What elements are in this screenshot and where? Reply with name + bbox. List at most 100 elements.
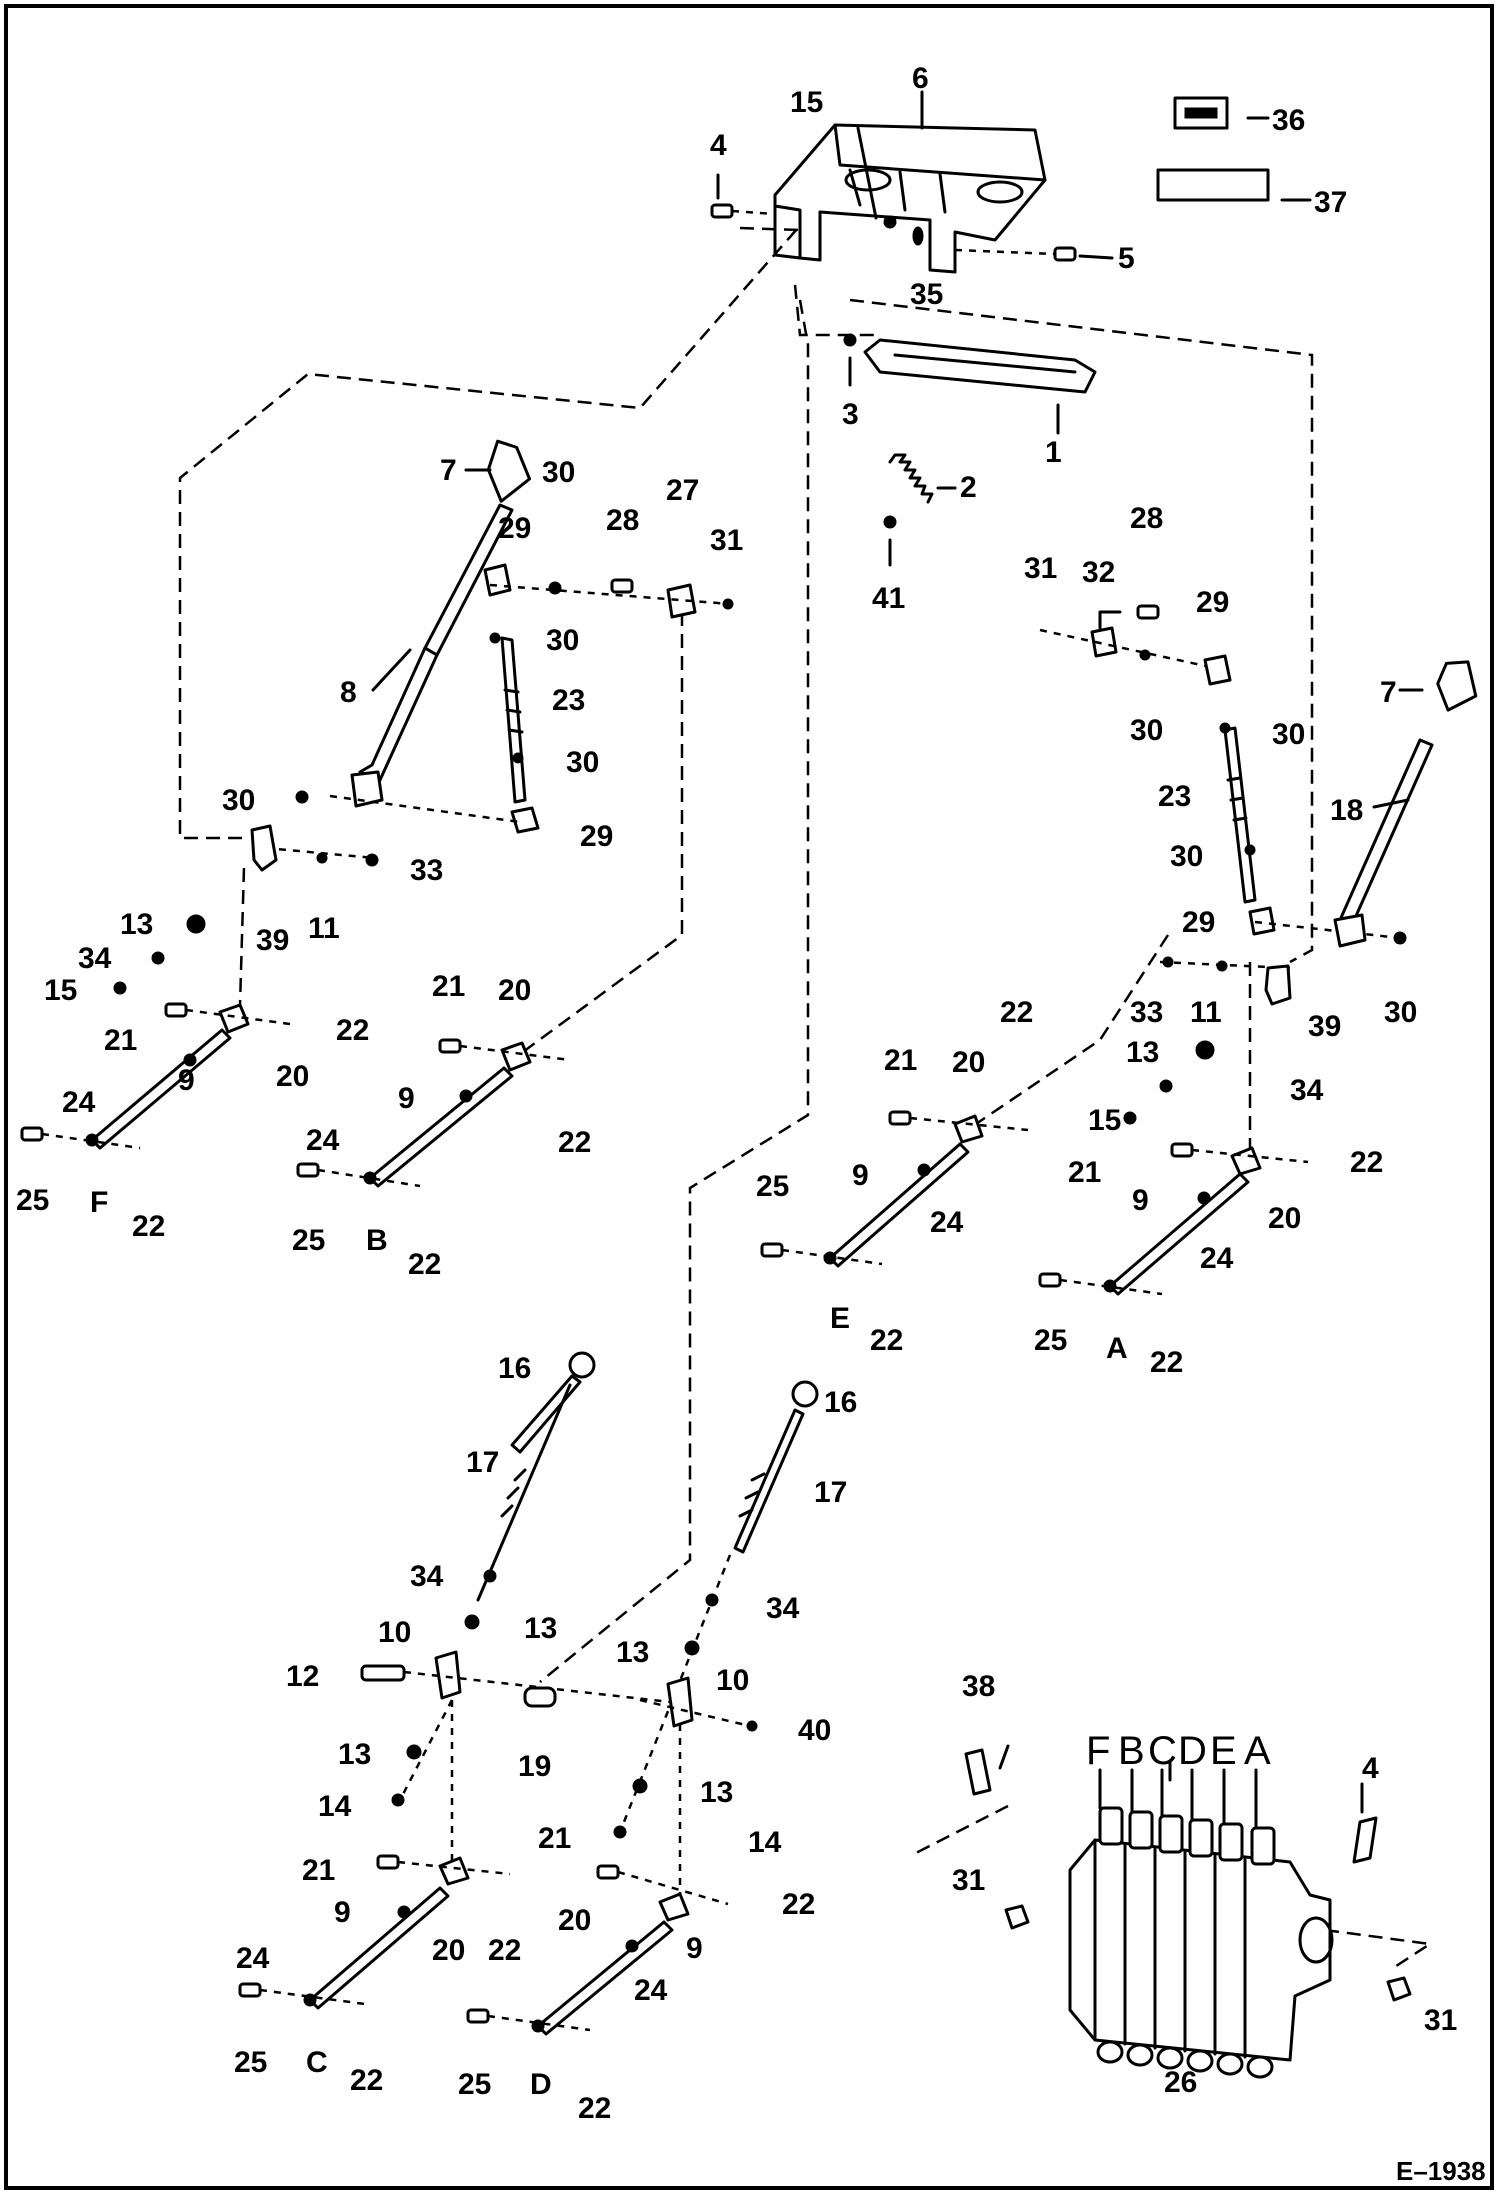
callout-24: 24 [236,1942,270,1975]
callout-22: 22 [336,1014,369,1047]
callout-30: 30 [566,746,599,779]
callout-9: 9 [334,1896,351,1929]
callout-17: 17 [466,1446,499,1479]
callout-leaders [371,90,1424,1814]
callout-33: 33 [1130,996,1163,1029]
callout-7: 7 [1380,676,1397,709]
callout-31: 31 [1024,552,1057,585]
callout-25: 25 [234,2046,267,2079]
callout-24: 24 [634,1974,668,2007]
callout-30: 30 [1272,718,1305,751]
callout-22: 22 [408,1248,441,1281]
callout-30: 30 [546,624,579,657]
callout-13: 13 [524,1612,557,1645]
callout-23: 23 [1158,780,1191,813]
callout-17: 17 [814,1476,847,1509]
rod-assembly-F [20,1002,291,1150]
valve-section-F: F [1086,1729,1110,1773]
callout-22: 22 [1150,1346,1183,1379]
left-lever-assembly [113,439,734,995]
control-valve-26 [1068,1768,1334,2079]
callout-30: 30 [542,456,575,489]
routing-lines [178,179,1434,1972]
callout-13: 13 [1126,1036,1159,1069]
callout-5: 5 [1118,242,1135,275]
callout-21: 21 [302,1854,335,1887]
rod-label-E: E [830,1302,850,1335]
callout-13: 13 [120,908,153,941]
callout-25: 25 [458,2068,491,2101]
bolt-4-top [710,203,776,219]
callout-26: 26 [1164,2066,1197,2099]
callout-8: 8 [340,676,357,709]
callout-31: 31 [710,524,743,557]
callout-13: 13 [338,1738,371,1771]
callout-22: 22 [870,1324,903,1357]
callout-25: 25 [756,1170,789,1203]
callout-25: 25 [292,1224,325,1257]
callout-29: 29 [1196,586,1229,619]
callout-34: 34 [410,1560,444,1593]
callout-22: 22 [1000,996,1033,1029]
decal-36 [1173,96,1229,130]
callout-22: 22 [782,1888,815,1921]
valve-section-E: E [1210,1729,1237,1773]
callout-13: 13 [700,1776,733,1809]
callout-36: 36 [1272,104,1305,137]
spacer-35 [912,226,924,246]
callout-14: 14 [318,1790,352,1823]
callout-25: 25 [16,1184,49,1217]
drawing-border [4,4,1494,2190]
rod-label-D: D [530,2068,552,2101]
callout-11: 11 [1190,996,1222,1029]
callout-21: 21 [104,1024,137,1057]
callout-35: 35 [910,278,943,311]
callout-15: 15 [790,86,823,119]
callout-2: 2 [960,471,977,504]
callout-3: 3 [842,398,859,431]
callout-13: 13 [616,1636,649,1669]
rod-label-A: A [1106,1332,1128,1365]
rod-assembly-E [760,1110,1029,1268]
callout-32: 32 [1082,556,1115,589]
lower-linkage-left [238,1351,671,2010]
valve-fasteners [964,1748,1412,2002]
callout-22: 22 [1350,1146,1383,1179]
callout-20: 20 [498,974,531,1007]
nut-3 [843,333,857,347]
lower-linkage-right [466,1380,819,2036]
callout-25: 25 [1034,1324,1067,1357]
callout-4: 4 [710,129,727,162]
callout-40: 40 [798,1714,831,1747]
handle-grip-1 [863,338,1097,394]
callout-11: 11 [308,912,340,945]
callout-9: 9 [398,1082,415,1115]
callout-22: 22 [578,2092,611,2125]
callout-41: 41 [872,582,905,615]
callout-22: 22 [558,1126,591,1159]
rod-assembly-A [1038,1142,1309,1296]
bolt-5 [954,246,1077,262]
callout-34: 34 [78,942,112,975]
callout-30: 30 [1384,996,1417,1029]
callout-27: 27 [666,474,699,507]
callout-29: 29 [498,512,531,545]
rod-label-F: F [90,1186,108,1219]
callout-39: 39 [256,924,289,957]
callout-22: 22 [132,1210,165,1243]
callout-15: 15 [1088,1104,1121,1137]
callout-31: 31 [952,1864,985,1897]
valve-section-A: A [1244,1729,1271,1773]
callout-1: 1 [1045,436,1062,469]
callout-22: 22 [488,1934,521,1967]
callout-30: 30 [1170,840,1203,873]
callout-7: 7 [440,454,457,487]
figure-reference: E–1938 [1396,2156,1486,2186]
callout-33: 33 [410,854,443,887]
callout-21: 21 [432,970,465,1003]
decal-37 [1156,168,1270,202]
callout-16: 16 [824,1386,857,1419]
callout-20: 20 [432,1934,465,1967]
callout-22: 22 [350,2064,383,2097]
callout-4: 4 [1362,1752,1379,1785]
